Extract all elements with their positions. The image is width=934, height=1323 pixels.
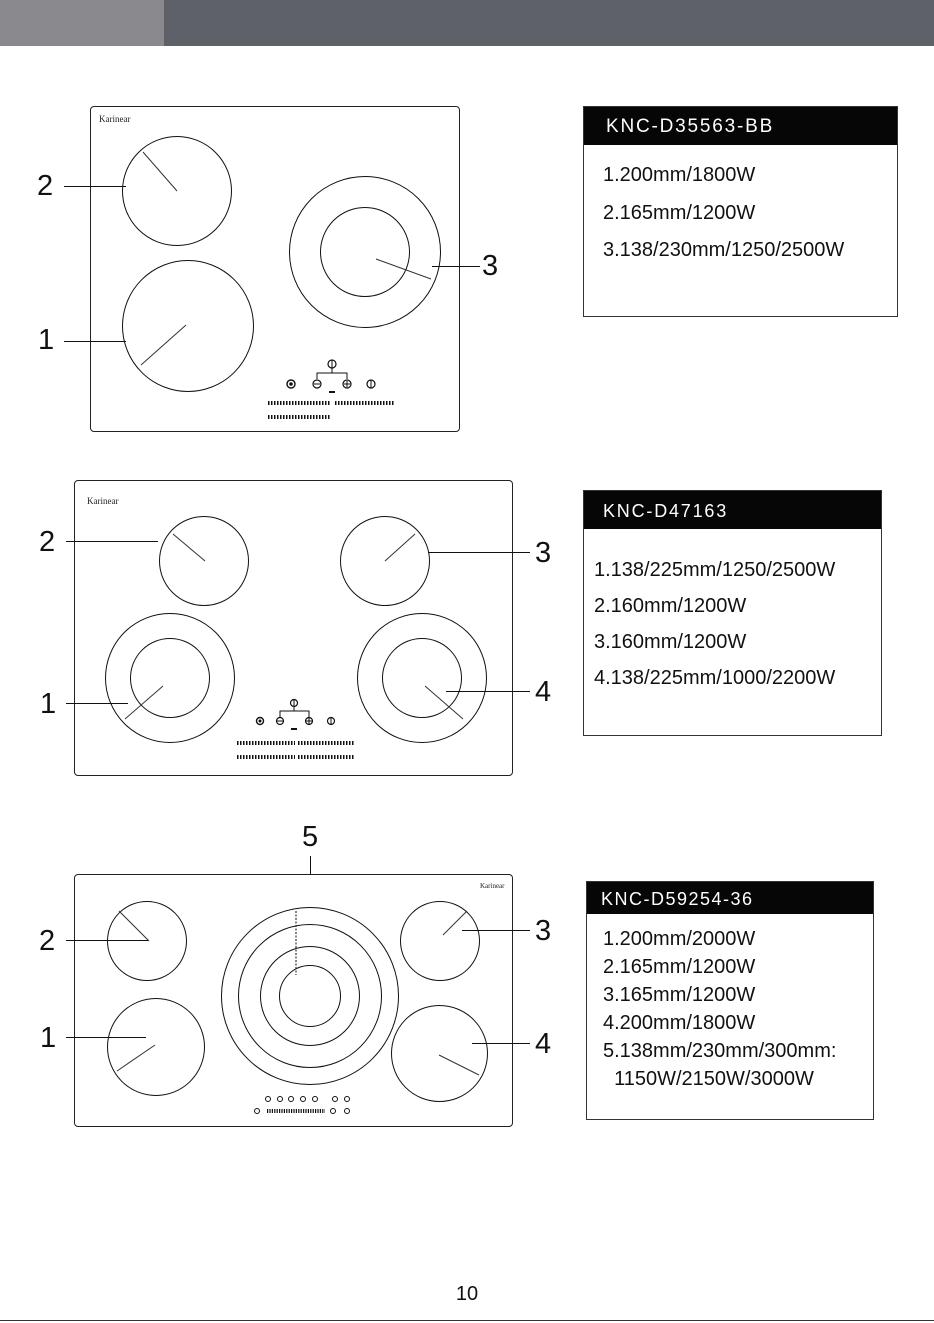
hob-diagram-3: Karinear [74,874,513,1127]
leader-line [66,1037,146,1038]
leader-line [462,930,530,931]
spec-box-1: KNC-D35563-BB 1.200mm/1800W 2.165mm/1200… [583,106,898,317]
cooking-zone-5-outer [221,907,399,1085]
model-title: KNC-D47163 [584,491,881,529]
hob-3-details [116,910,480,1114]
spec-line: 3.160mm/1200W [594,631,747,653]
footer-rule [0,1320,934,1321]
hob-diagram-1: Karinear [90,106,460,432]
leader-line [432,266,480,267]
spec-box-3: KNC-D59254-36 1.200mm/2000W 2.165mm/1200… [586,881,874,1120]
hob-2-details [124,533,464,759]
callout-zone-5: 5 [302,821,319,853]
spec-box-2: KNC-D47163 1.138/225mm/1250/2500W 2.160m… [583,490,882,736]
model-title: KNC-D59254-36 [587,882,873,914]
header-bar-right [164,0,934,46]
brand-label: Karinear [480,882,505,890]
leader-line [64,341,126,342]
hob-diagram-2: Karinear [74,480,513,776]
spec-line: 1.200mm/1800W [603,164,756,186]
cooking-zone-5-inner [260,946,360,1046]
spec-line: 4.200mm/1800W [603,1012,756,1034]
leader-line [64,186,126,187]
leader-line [66,703,128,704]
callout-zone-4: 4 [535,676,552,708]
cooking-zone-1 [107,998,205,1096]
leader-line [472,1043,530,1044]
leader-line [446,691,530,692]
cooking-zone-5-core [279,965,341,1027]
cooking-zone-2 [159,516,249,606]
spec-line: 4.138/225mm/1000/2200W [594,667,836,689]
spec-line: 1.138/225mm/1250/2500W [594,559,836,581]
brand-label: Karinear [99,114,131,124]
cooking-zone-3-inner [320,207,410,297]
page-number: 10 [455,1283,479,1305]
cooking-zone-4-inner [382,638,462,718]
spec-line: 2.165mm/1200W [603,956,756,978]
cooking-zone-4-outer [357,613,487,743]
callout-zone-4: 4 [535,1028,552,1060]
callout-zone-2: 2 [39,526,56,558]
callout-zone-1: 1 [40,1022,57,1054]
callout-zone-1: 1 [40,688,57,720]
callout-zone-3: 3 [482,250,499,282]
cooking-zone-5-middle [238,924,382,1068]
cooking-zone-2 [122,136,232,246]
spec-line: 2.165mm/1200W [603,202,756,224]
cooking-zone-3 [400,901,480,981]
hob-1-details [140,151,432,419]
brand-label: Karinear [87,496,119,506]
leader-line [66,541,158,542]
spec-line: 3.138/230mm/1250/2500W [603,239,845,261]
leader-line [66,940,148,941]
cooking-zone-2 [107,901,187,981]
spec-line: 5.138mm/230mm/300mm: [603,1040,837,1062]
spec-line: 1150W/2150W/3000W [603,1068,814,1090]
spec-line: 1.200mm/2000W [603,928,756,950]
model-title: KNC-D35563-BB [584,107,897,145]
cooking-zone-1 [122,260,254,392]
header-bar-left [0,0,164,46]
cooking-zone-3 [340,516,430,606]
leader-line [428,552,530,553]
callout-zone-2: 2 [39,925,56,957]
cooking-zone-1-inner [130,638,210,718]
cooking-zone-4 [391,1005,488,1102]
spec-line: 2.160mm/1200W [594,595,747,617]
callout-zone-3: 3 [535,915,552,947]
callout-zone-1: 1 [38,324,55,356]
cooking-zone-3-outer [289,176,441,328]
cooking-zone-1-outer [105,613,235,743]
spec-line: 3.165mm/1200W [603,984,756,1006]
callout-zone-2: 2 [37,170,54,202]
callout-zone-3: 3 [535,537,552,569]
